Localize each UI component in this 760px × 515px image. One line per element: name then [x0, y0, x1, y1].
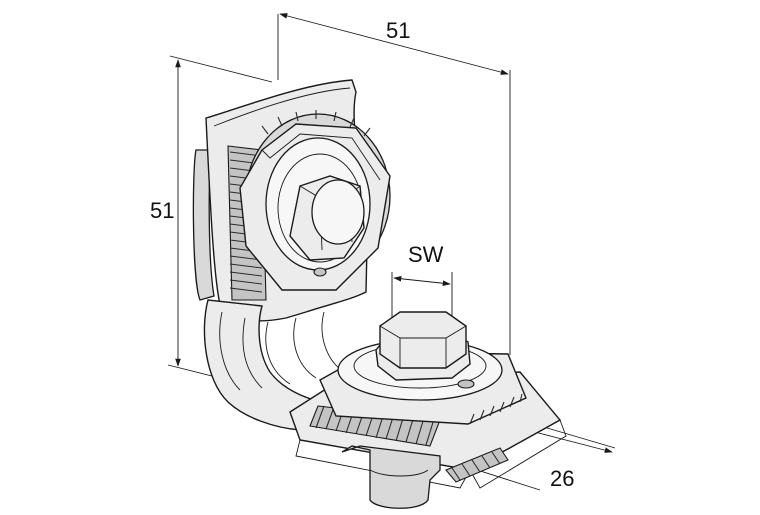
- dimension-label-wrench-size: SW: [408, 242, 444, 267]
- upper-clamp-assembly: [239, 110, 391, 291]
- lower-clamp-assembly: [319, 311, 527, 509]
- dimension-label-top-width: 51: [386, 18, 410, 43]
- dimension-label-rail-width: 26: [550, 466, 574, 491]
- dimension-label-left-height: 51: [150, 198, 174, 223]
- dimension-top-width: 51: [277, 13, 511, 355]
- dimension-left-height: 51: [150, 55, 273, 386]
